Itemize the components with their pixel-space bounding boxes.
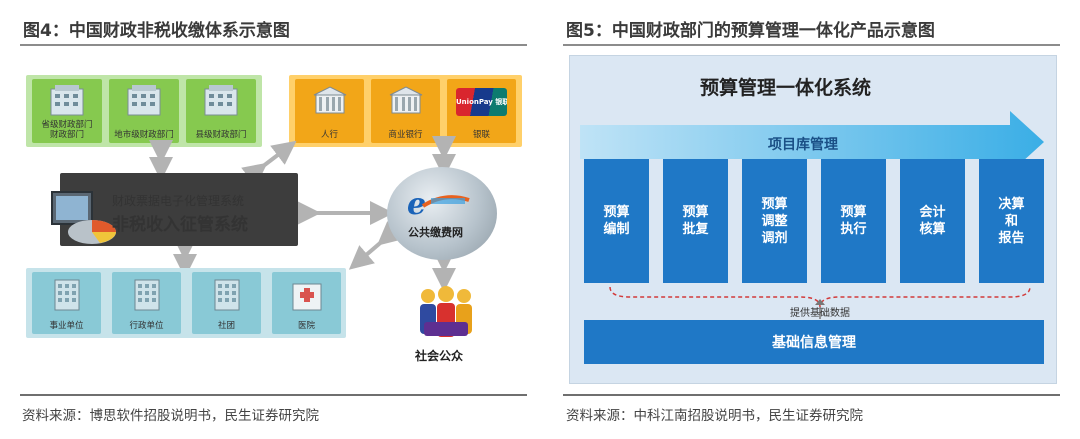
building-icon [127,85,161,116]
gov-dept-tile-province: 省级财政部门 财政部门 [32,79,102,143]
institution-tile-public-unit: 事业单位 [32,272,101,334]
stage-box-accounting: 会计 核算 [900,159,965,283]
figure5-title: 图5：中国财政部门的预算管理一体化产品示意图 [566,21,935,41]
figure4-title: 图4：中国财政非税收缴体系示意图 [23,21,290,41]
office-building-icon [214,279,239,311]
gov-dept-label-county: 县级财政部门 [195,130,247,140]
figure4-title-rule [20,44,527,46]
stage-box-budget-execution: 预算 执行 [821,159,886,283]
bank-building-icon [313,86,346,114]
stage-box-budget-preparation: 预算 编制 [584,159,649,283]
figure5-title-rule [563,44,1060,46]
bank-tile-pboc: 人行 [295,79,364,143]
base-info-management-box: 基础信息管理 [584,320,1044,364]
e-payment-logo-icon: e [407,187,470,220]
stage-box-final-accounts: 决算 和 报告 [979,159,1044,283]
support-data-label: 提供基础数据 [790,308,850,319]
institution-label-association: 社团 [217,321,235,331]
institution-label-hospital: 医院 [297,321,315,331]
stage-box-budget-adjustment: 预算 调整 调剂 [742,159,807,283]
building-icon [204,85,238,116]
figure4-connector-arrows [149,136,456,292]
payment-portal-label: 公共缴费网 [408,226,463,239]
gov-dept-tile-city: 地市级财政部门 [109,79,179,143]
project-library-label: 项目库管理 [768,137,838,153]
institution-label-admin-unit: 行政单位 [129,321,164,331]
central-system-line1: 财政票据电子化管理系统 [112,194,245,208]
office-building-icon [134,279,159,311]
figure4-bottom-rule [20,394,527,396]
bank-tile-commercial: 商业银行 [371,79,440,143]
hospital-building-icon [292,283,321,311]
bank-tile-unionpay: UnionPay 银联 银联 [447,79,516,143]
gov-dept-label-province: 省级财政部门 财政部门 [41,120,93,140]
gov-dept-label-city: 地市级财政部门 [114,130,174,140]
unionpay-logo-text: UnionPay 银联 [456,98,507,106]
monitor-pie-chart-icon [51,191,116,244]
public-label: 社会公众 [415,349,464,363]
support-dashed-brace [609,286,1031,319]
stage-box-budget-approval: 预算 批复 [663,159,728,283]
figure5-source: 资料来源：中科江南招股说明书，民生证券研究院 [566,408,863,424]
gov-dept-tile-county: 县级财政部门 [186,79,256,143]
building-icon [50,85,84,116]
central-system-line2: 非税收入征管系统 [112,215,248,235]
figure4-source: 资料来源：博思软件招股说明书，民生证券研究院 [22,408,319,424]
bank-label-commercial: 商业银行 [388,130,423,140]
institution-tile-hospital: 医院 [272,272,341,334]
project-library-arrow [580,111,1044,173]
bank-label-pboc: 人行 [320,130,338,140]
payment-portal-circle [387,167,497,260]
svg-text:e: e [407,187,426,220]
bank-label-unionpay: 银联 [472,130,490,140]
people-group-icon [420,286,472,337]
institution-label-public-unit: 事业单位 [49,321,84,331]
office-building-icon [54,279,79,311]
arrow-portal-to-institutions [348,221,403,270]
budget-system-title: 预算管理一体化系统 [700,77,872,99]
unionpay-logo: UnionPay 银联 [456,88,507,116]
bank-building-icon [389,86,422,114]
arrow-system-to-banks [241,140,297,187]
institution-tile-admin-unit: 行政单位 [112,272,181,334]
institution-tile-association: 社团 [192,272,261,334]
figure5-bottom-rule [563,394,1060,396]
